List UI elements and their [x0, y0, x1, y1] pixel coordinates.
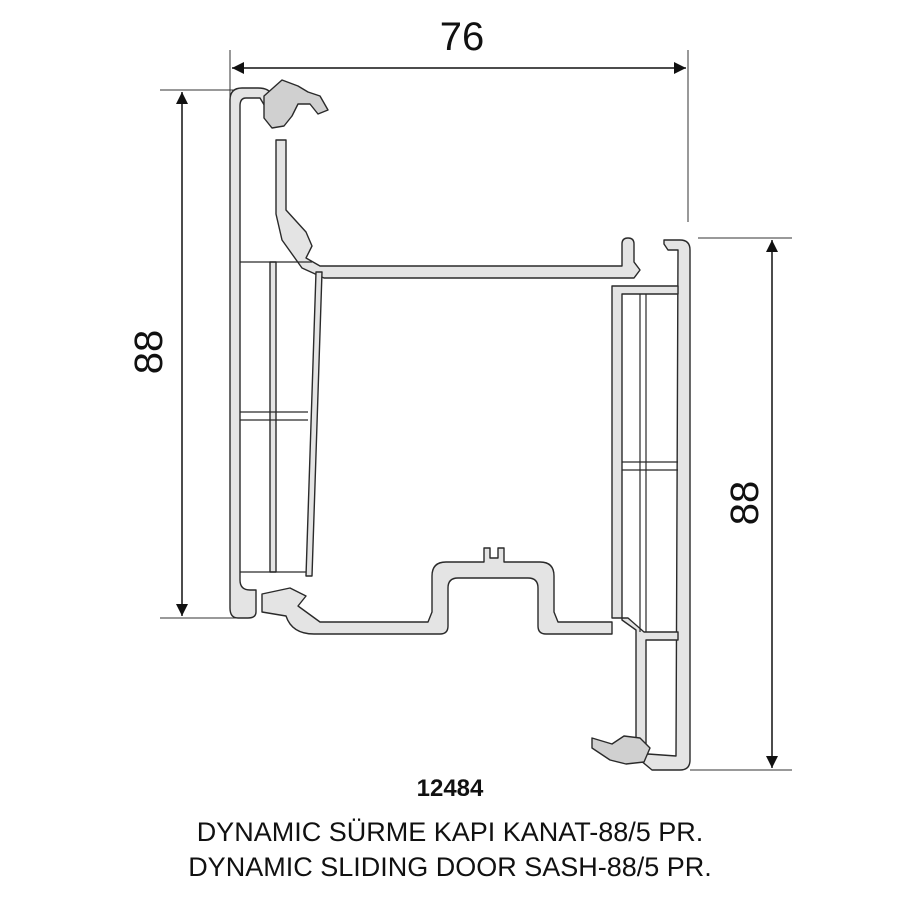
chamber-dividers	[240, 261, 678, 632]
right-wall	[639, 239, 691, 771]
left-chamber-rib	[269, 261, 277, 573]
upper-inner-wall	[275, 139, 641, 279]
right-height-label: 88	[723, 481, 767, 526]
right-inner-wall	[611, 285, 679, 749]
width-label: 76	[440, 15, 485, 59]
top-gasket	[263, 79, 329, 129]
left-wall	[229, 87, 277, 619]
left-cavity-wall	[305, 271, 323, 577]
left-height-label: 88	[127, 330, 171, 375]
bottom-gasket	[591, 735, 651, 765]
pvc-profile-section	[229, 79, 691, 771]
profile-code: 12484	[416, 775, 484, 802]
profile-name-tr: DYNAMIC SÜRME KAPI KANAT-88/5 PR.	[196, 817, 704, 847]
extension-lines	[160, 50, 792, 771]
profile-name-en: DYNAMIC SLIDING DOOR SASH-88/5 PR.	[188, 852, 712, 882]
bottom-channel	[261, 547, 613, 635]
